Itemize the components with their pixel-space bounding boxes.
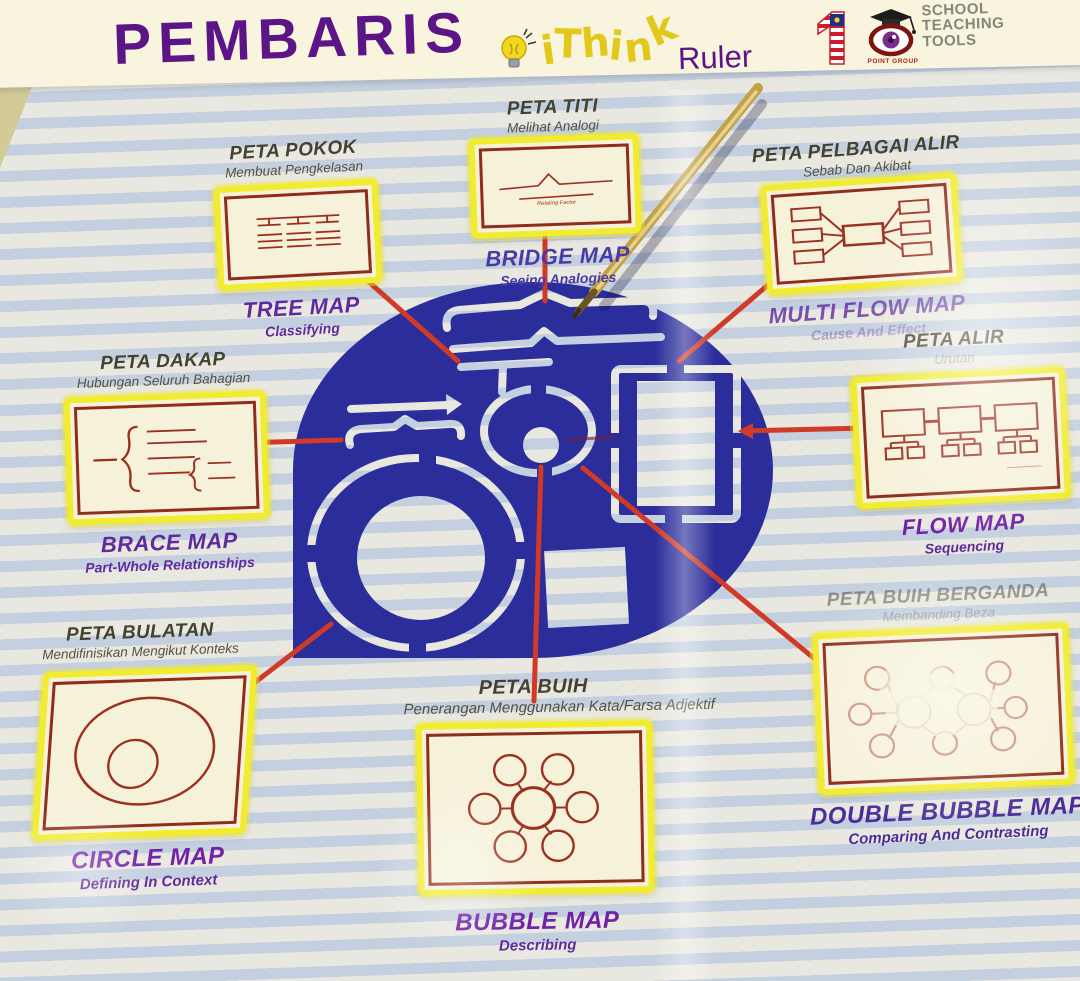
connector-flow-arrowhead: [738, 423, 753, 439]
connector-circle: [246, 621, 334, 690]
english-name: BUBBLE MAP: [455, 906, 620, 937]
brace-map-thumbnail: [63, 390, 270, 526]
map-group-doublebubble: PETA BUIH BERGANDA Membanding Beza DOUBL…: [795, 579, 1080, 850]
stencil-body: [293, 282, 773, 658]
stylus-pen: [572, 83, 767, 319]
tree-map-thumbnail: [212, 178, 383, 292]
connector-bubble: [531, 464, 544, 704]
map-group-brace: PETA DAKAP Hubungan Seluruh Bahagian BRA…: [45, 347, 288, 577]
bridge-map-thumbnail: Relating Factor: [468, 133, 642, 239]
connector-doublebubble: [580, 465, 819, 663]
circle-map-thumbnail: [31, 664, 257, 841]
svg-text:Relating Factor: Relating Factor: [537, 200, 576, 207]
multi-flow-map-thumbnail: [760, 172, 964, 296]
one-malaysia-logo: [806, 8, 860, 75]
map-group-tree: PETA POKOK Membuat Pengkelasan TREE MAP …: [185, 134, 410, 343]
point-group-logo: [862, 4, 920, 65]
point-group-label: POINT GROUP: [867, 58, 919, 65]
map-group-circle: PETA BULATAN Mendifinisikan Mengikut Kon…: [22, 618, 266, 895]
flow-map-thumbnail: [850, 366, 1072, 510]
map-group-multiflow: PETA PELBAGAI ALIR Sebab Dan Akibat MULT…: [737, 131, 986, 348]
malay-desc: Penerangan Menggunakan Kata/Farsa Adjekt…: [403, 695, 715, 719]
map-group-bubble: PETA BUIH Penerangan Menggunakan Kata/Fa…: [403, 674, 715, 956]
map-group-bridge: PETA TITI Melihat Analogi Relating Facto…: [452, 94, 659, 291]
connector-flow: [741, 425, 870, 434]
bubble-map-thumbnail: [415, 719, 655, 897]
lightbulb-icon: [496, 28, 538, 79]
double-bubble-map-thumbnail: [811, 622, 1075, 796]
map-group-flow: PETA ALIR Urutan FLOW MAP Sequencing: [848, 324, 1072, 561]
